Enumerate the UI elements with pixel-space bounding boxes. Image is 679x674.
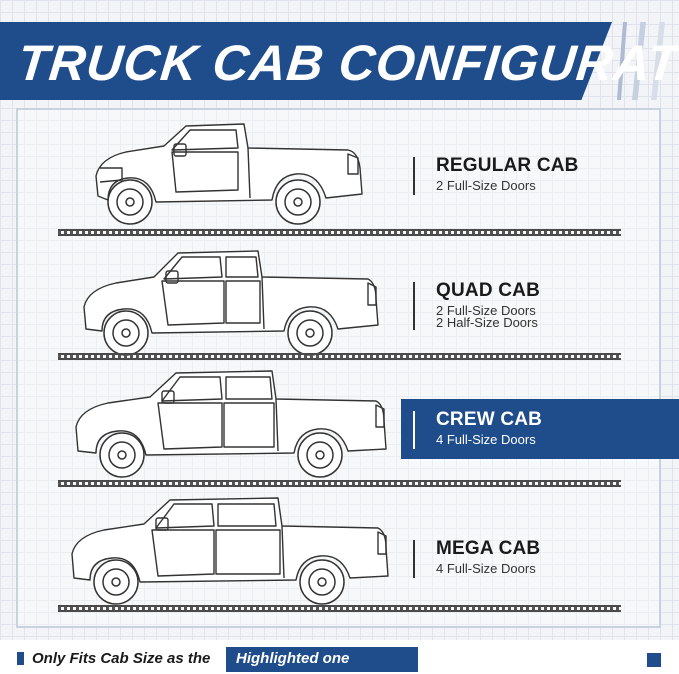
crew-cab-truck-illustration bbox=[75, 370, 387, 478]
cab-description: 2 Half-Size Doors bbox=[436, 315, 538, 330]
cab-description: 2 Full-Size Doors bbox=[436, 178, 536, 193]
header-stripe bbox=[617, 22, 627, 100]
header-banner bbox=[0, 22, 612, 100]
cab-name: MEGA CAB bbox=[436, 538, 541, 559]
cab-name: CREW CAB bbox=[436, 409, 543, 430]
footer-text: Only Fits Cab Size as the bbox=[32, 650, 211, 667]
regular-cab-truck-illustration bbox=[95, 123, 363, 225]
footer-highlight-text: Highlighted one bbox=[236, 650, 350, 667]
cab-name: REGULAR CAB bbox=[436, 155, 579, 176]
label-divider bbox=[413, 540, 415, 578]
road-line bbox=[58, 605, 621, 612]
road-line bbox=[58, 229, 621, 236]
footer-highlight-box bbox=[226, 647, 418, 672]
label-divider bbox=[413, 411, 415, 449]
cab-name: QUAD CAB bbox=[436, 280, 540, 301]
mega-cab-truck-illustration bbox=[71, 497, 389, 605]
footer-square-icon bbox=[647, 653, 661, 667]
cab-description: 4 Full-Size Doors bbox=[436, 561, 536, 576]
road-line bbox=[58, 480, 621, 487]
label-divider bbox=[413, 157, 415, 195]
crew-cab-highlight bbox=[401, 399, 679, 459]
quad-cab-truck-illustration bbox=[83, 250, 379, 356]
page-title: TRUCK CAB CONFIGURATION bbox=[15, 35, 679, 91]
road-line bbox=[58, 353, 621, 360]
cab-description: 4 Full-Size Doors bbox=[436, 432, 536, 447]
footer-marker bbox=[17, 652, 24, 665]
label-divider bbox=[413, 282, 415, 330]
cab-description: 2 Full-Size Doors bbox=[436, 303, 536, 318]
